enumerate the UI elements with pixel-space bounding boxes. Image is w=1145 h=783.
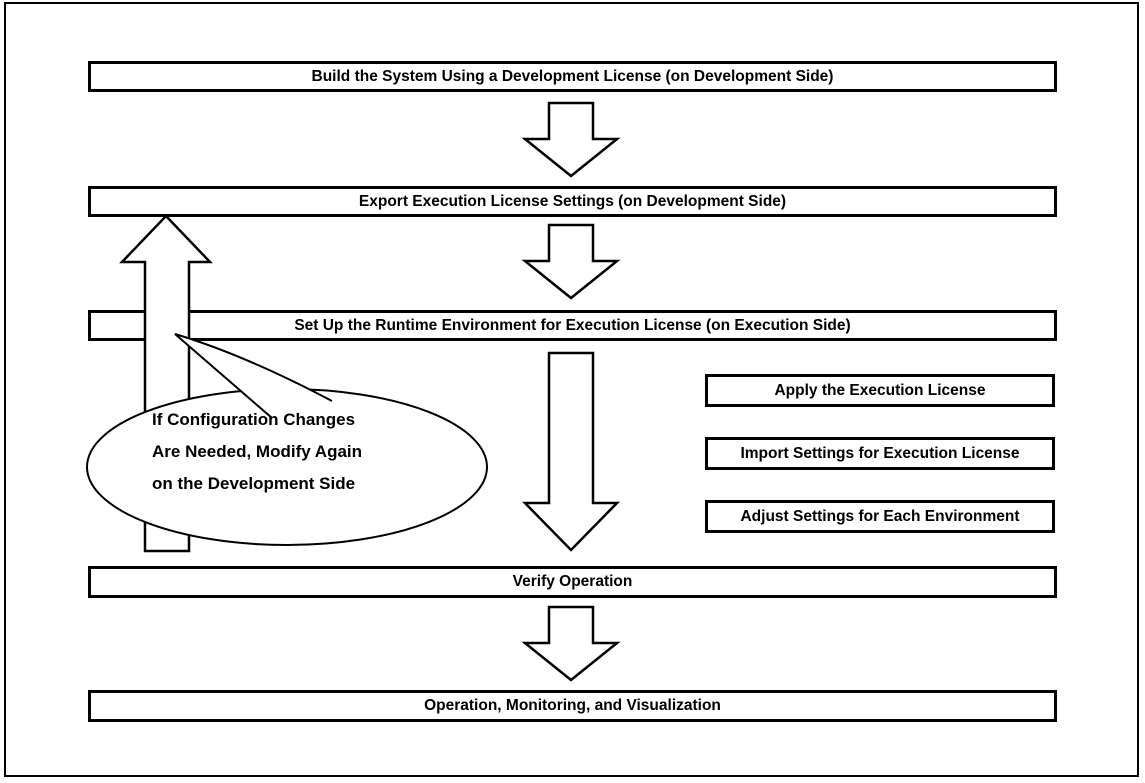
flow-box-operation-monitoring-label: Operation, Monitoring, and Visualization bbox=[424, 697, 721, 714]
flow-box-setup-runtime-label: Set Up the Runtime Environment for Execu… bbox=[294, 316, 851, 334]
flow-box-setup-runtime: Set Up the Runtime Environment for Execu… bbox=[88, 310, 1057, 341]
side-box-import-settings: Import Settings for Execution License bbox=[705, 437, 1055, 470]
flow-box-verify-operation-label: Verify Operation bbox=[512, 573, 633, 590]
diagram-border bbox=[4, 2, 1139, 777]
side-box-apply-license: Apply the Execution License bbox=[705, 374, 1055, 407]
flow-box-export-settings-label: Export Execution License Settings (on De… bbox=[358, 192, 787, 210]
flow-box-export-settings: Export Execution License Settings (on De… bbox=[88, 186, 1057, 217]
side-box-import-settings-label: Import Settings for Execution License bbox=[740, 444, 1020, 462]
flow-box-build-system-label: Build the System Using a Development Lic… bbox=[311, 67, 834, 85]
side-box-apply-license-label: Apply the Execution License bbox=[774, 381, 986, 399]
side-box-adjust-settings-label: Adjust Settings for Each Environment bbox=[740, 507, 1020, 525]
flow-box-operation-monitoring: Operation, Monitoring, and Visualization bbox=[88, 690, 1057, 722]
flow-box-build-system: Build the System Using a Development Lic… bbox=[88, 61, 1057, 92]
side-box-adjust-settings: Adjust Settings for Each Environment bbox=[705, 500, 1055, 533]
flow-box-verify-operation: Verify Operation bbox=[88, 566, 1057, 598]
